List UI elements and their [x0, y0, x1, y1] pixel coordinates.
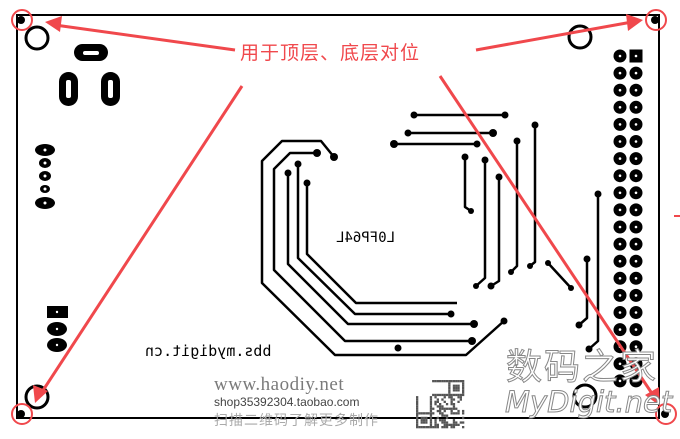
power-jack-pads	[59, 44, 120, 106]
silkscreen-model-label: L0FP64L	[336, 230, 396, 246]
right-connector-pads	[613, 49, 643, 388]
alignment-annotation-label: 用于顶层、底层对位	[240, 42, 421, 64]
watermark-scan-text: 扫描二维码了解更多制作	[214, 413, 379, 429]
watermark-brand-en: MyDigit.net	[504, 385, 673, 420]
watermark-shop: shop35392304.taobao.com	[214, 395, 360, 409]
bottom-left-header-pads	[47, 306, 68, 352]
board-outline	[16, 14, 660, 419]
qr-code	[416, 380, 465, 429]
alignment-marks	[17, 16, 669, 418]
silkscreen-url-label: bbs.mydigit.cn	[145, 342, 272, 360]
watermark-website: www.haodiy.net	[214, 374, 345, 395]
left-header-pads	[35, 144, 55, 209]
vias	[284, 111, 602, 353]
watermark-brand-cn: 数码之家	[505, 347, 659, 389]
annotation-arrows	[11, 9, 680, 425]
copper-traces	[260, 113, 600, 357]
mounting-holes	[24, 24, 598, 410]
